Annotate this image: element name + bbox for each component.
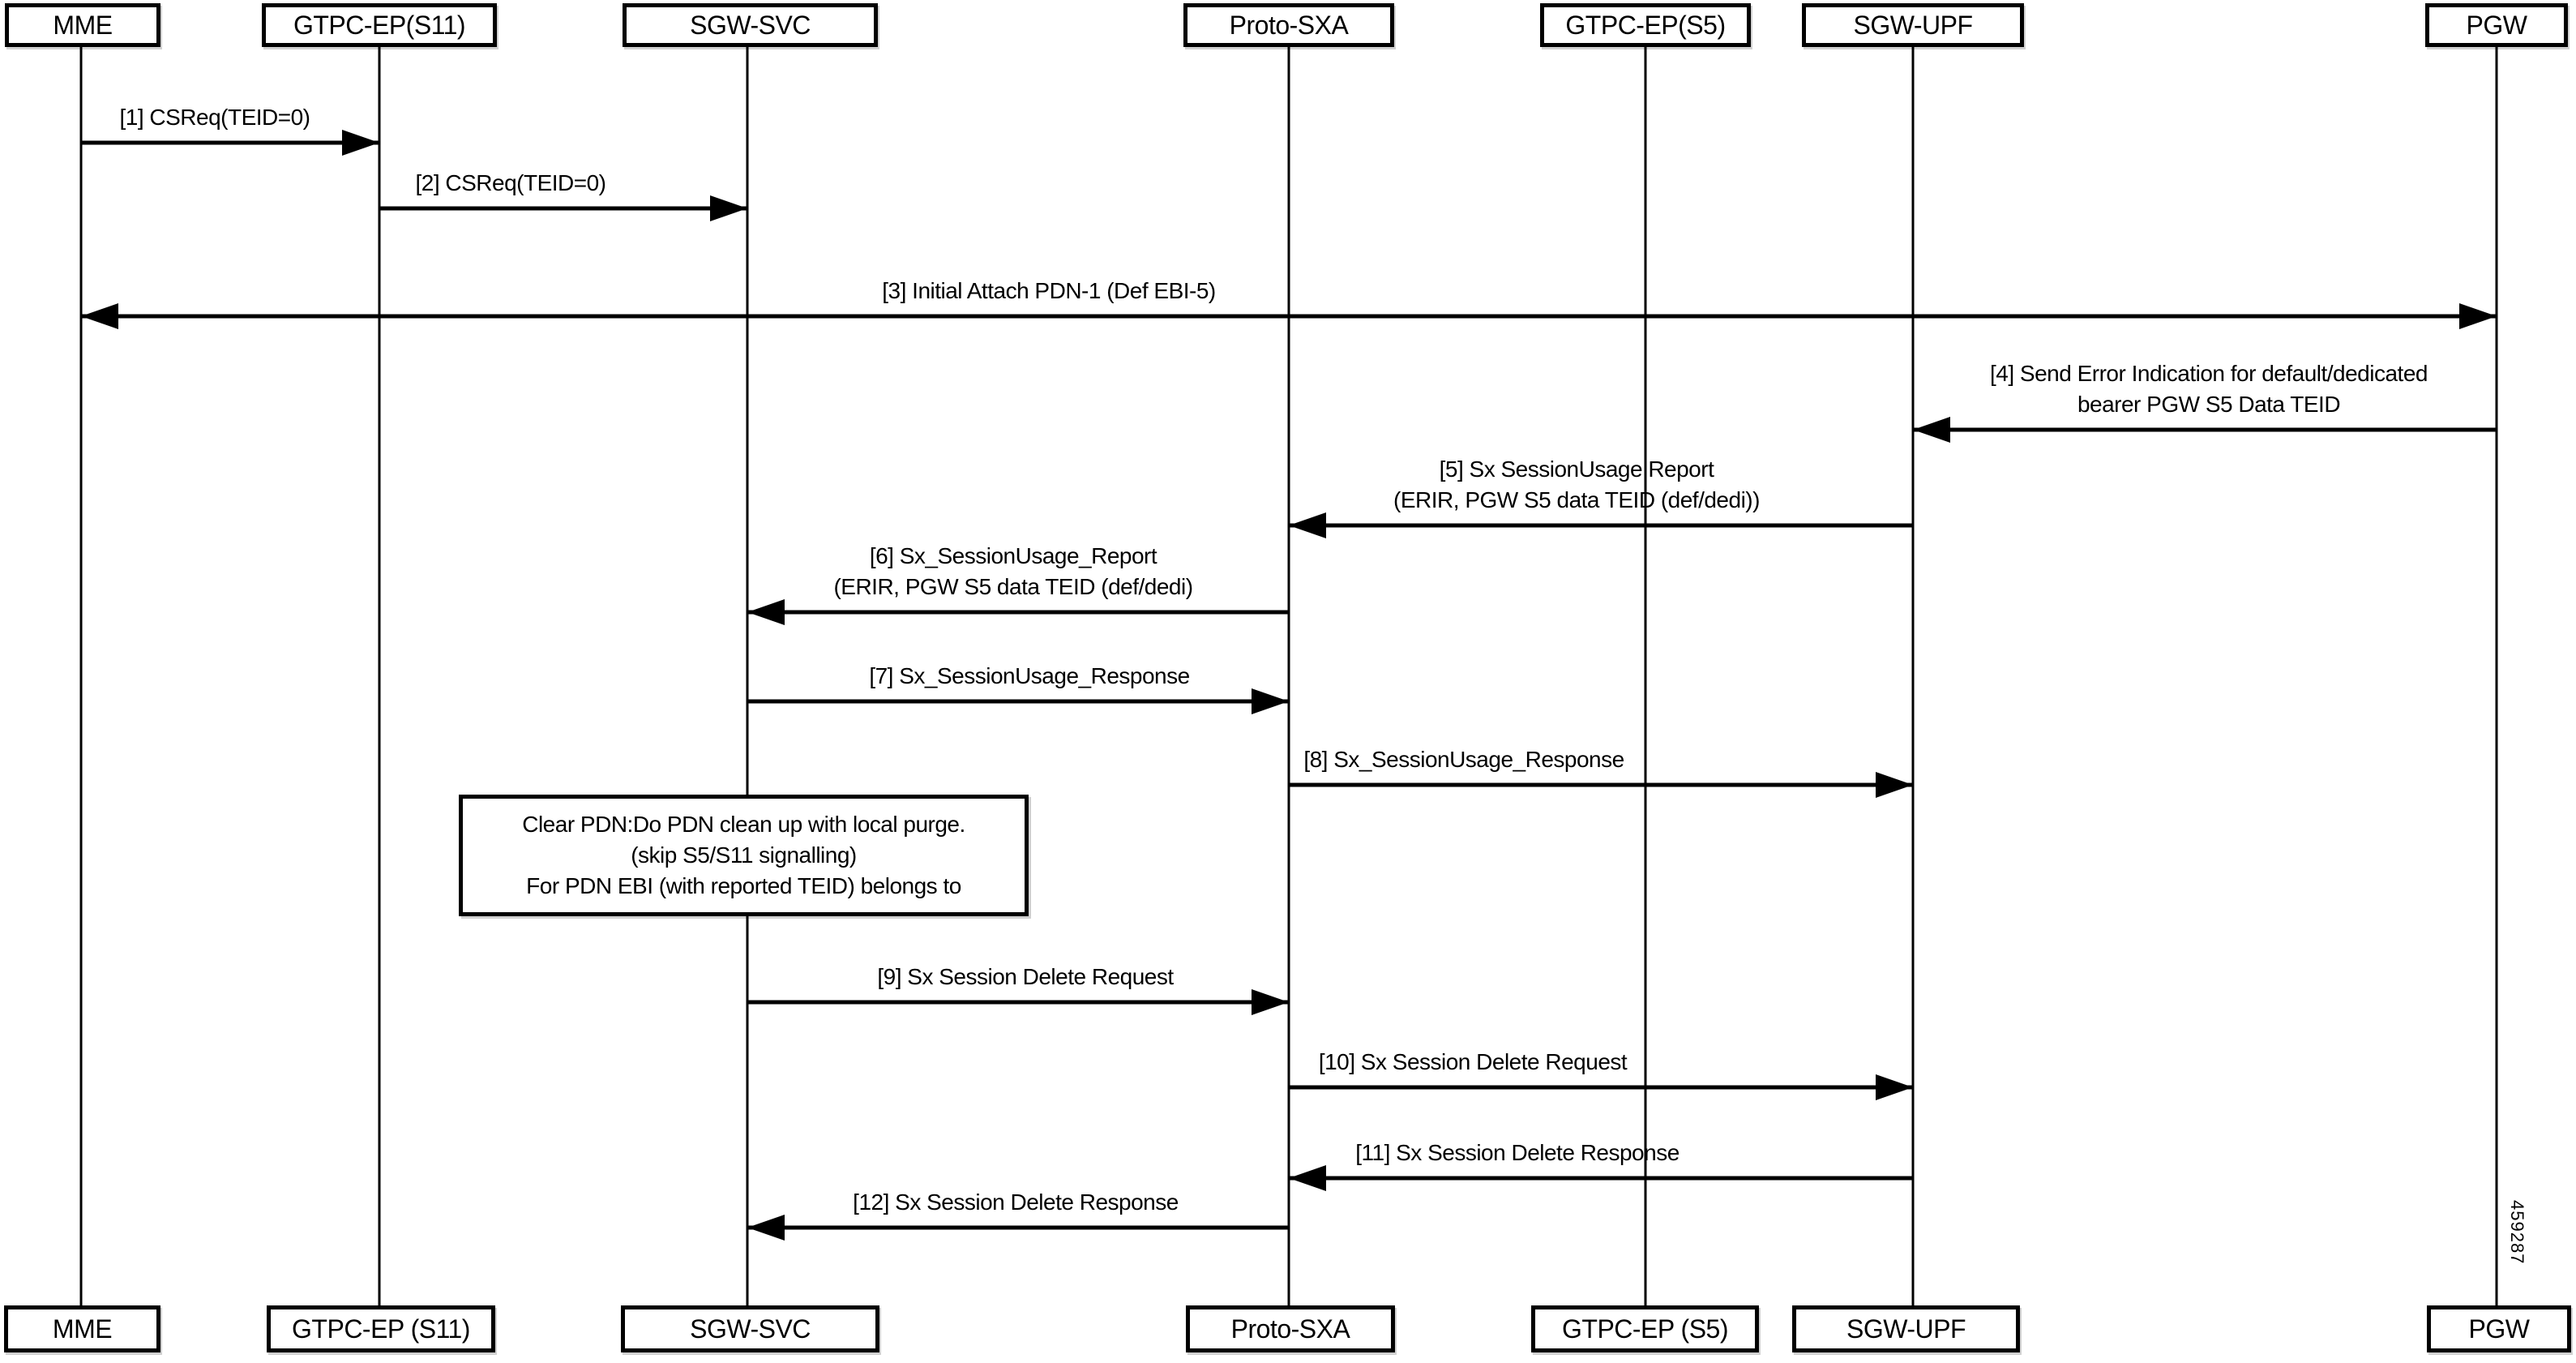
message-label-10: [10] Sx Session Delete Request — [1318, 1047, 1628, 1078]
message-arrowhead-12 — [747, 1215, 785, 1241]
message-label-line: [5] Sx SessionUsage Report — [1439, 456, 1714, 482]
message-label-line: [12] Sx Session Delete Response — [853, 1189, 1179, 1215]
message-label-line: (ERIR, PGW S5 data TEID (def/dedi) — [833, 574, 1193, 599]
message-label-9: [9] Sx Session Delete Request — [877, 962, 1174, 992]
actor-box-top-sgw_upf: SGW-UPF — [1802, 3, 2024, 47]
message-arrowhead-6 — [747, 599, 785, 625]
actor-label: SGW-UPF — [1853, 10, 1973, 40]
actor-box-top-gtpc_s5: GTPC-EP(S5) — [1540, 3, 1751, 47]
actor-label: SGW-SVC — [690, 10, 811, 40]
note-line: (skip S5/S11 signalling) — [631, 842, 857, 868]
actor-box-bottom-gtpc_s5: GTPC-EP (S5) — [1531, 1305, 1759, 1352]
message-label-line: [9] Sx Session Delete Request — [877, 964, 1174, 989]
message-label-6: [6] Sx_SessionUsage_Report (ERIR, PGW S5 … — [833, 541, 1193, 602]
message-label-line: [2] CSReq(TEID=0) — [415, 170, 606, 195]
note-line: Clear PDN:Do PDN clean up with local pur… — [522, 812, 965, 837]
actor-label: MME — [53, 10, 113, 40]
actor-label: MME — [52, 1314, 113, 1344]
message-label-12: [12] Sx Session Delete Response — [853, 1187, 1179, 1218]
actor-label: Proto-SXA — [1230, 1314, 1350, 1344]
message-arrowhead-10 — [1876, 1074, 1913, 1100]
message-label-line: bearer PGW S5 Data TEID — [2077, 392, 2341, 417]
message-label-4: [4] Send Error Indication for default/de… — [1990, 358, 2428, 420]
message-arrowhead-7 — [1252, 688, 1289, 714]
actor-box-bottom-sgw_svc: SGW-SVC — [621, 1305, 879, 1352]
message-arrowhead-1 — [342, 130, 379, 156]
message-label-7: [7] Sx_SessionUsage_Response — [869, 661, 1190, 692]
message-label-3: [3] Initial Attach PDN-1 (Def EBI-5) — [882, 276, 1216, 306]
figure-number: 459287 — [2507, 1200, 2527, 1265]
actor-box-bottom-pgw: PGW — [2427, 1305, 2571, 1352]
actor-label: GTPC-EP(S5) — [1565, 10, 1726, 40]
actor-box-bottom-mme: MME — [4, 1305, 160, 1352]
actor-label: SGW-SVC — [690, 1314, 811, 1344]
actor-label: PGW — [2466, 10, 2527, 40]
actor-label: SGW-UPF — [1846, 1314, 1966, 1344]
message-label-line: [6] Sx_SessionUsage_Report — [869, 543, 1157, 568]
message-label-11: [11] Sx Session Delete Response — [1355, 1138, 1680, 1168]
message-label-line: [10] Sx Session Delete Request — [1318, 1049, 1628, 1074]
message-arrowhead-2 — [710, 195, 747, 221]
message-arrowhead-9 — [1252, 989, 1289, 1015]
message-label-line: [7] Sx_SessionUsage_Response — [869, 663, 1190, 688]
actor-box-top-sgw_svc: SGW-SVC — [623, 3, 878, 47]
message-label-line: [8] Sx_SessionUsage_Response — [1303, 747, 1624, 772]
note-box: Clear PDN:Do PDN clean up with local pur… — [459, 795, 1029, 916]
actor-box-top-mme: MME — [5, 3, 160, 47]
message-arrowhead-5 — [1289, 512, 1326, 538]
actor-label: Proto-SXA — [1229, 10, 1349, 40]
message-label-line: [3] Initial Attach PDN-1 (Def EBI-5) — [882, 278, 1216, 303]
message-arrowhead-3 — [2459, 303, 2497, 329]
message-label-line: (ERIR, PGW S5 data TEID (def/dedi)) — [1393, 487, 1760, 512]
message-arrowhead-11 — [1289, 1165, 1326, 1191]
actor-box-bottom-sgw_upf: SGW-UPF — [1792, 1305, 2020, 1352]
actor-label: GTPC-EP(S11) — [293, 10, 466, 40]
message-arrowhead-3-reverse — [81, 303, 118, 329]
actor-label: PGW — [2468, 1314, 2530, 1344]
message-label-line: [4] Send Error Indication for default/de… — [1990, 361, 2428, 386]
actor-box-top-pgw: PGW — [2425, 3, 2568, 47]
message-label-8: [8] Sx_SessionUsage_Response — [1303, 744, 1624, 775]
actor-box-top-gtpc_s11: GTPC-EP(S11) — [262, 3, 497, 47]
actor-label: GTPC-EP (S11) — [292, 1314, 470, 1344]
message-arrowhead-4 — [1913, 417, 1950, 443]
actor-label: GTPC-EP (S5) — [1562, 1314, 1729, 1344]
actor-box-bottom-proto_sxa: Proto-SXA — [1186, 1305, 1395, 1352]
message-arrowhead-8 — [1876, 772, 1913, 798]
message-label-5: [5] Sx SessionUsage Report (ERIR, PGW S5 … — [1393, 454, 1760, 516]
message-label-line: [1] CSReq(TEID=0) — [119, 105, 310, 130]
message-label-2: [2] CSReq(TEID=0) — [415, 168, 606, 199]
note-line: For PDN EBI (with reported TEID) belongs… — [526, 873, 961, 898]
actor-box-top-proto_sxa: Proto-SXA — [1183, 3, 1394, 47]
message-label-1: [1] CSReq(TEID=0) — [119, 102, 310, 133]
message-label-line: [11] Sx Session Delete Response — [1355, 1140, 1680, 1165]
actor-box-bottom-gtpc_s11: GTPC-EP (S11) — [267, 1305, 495, 1352]
